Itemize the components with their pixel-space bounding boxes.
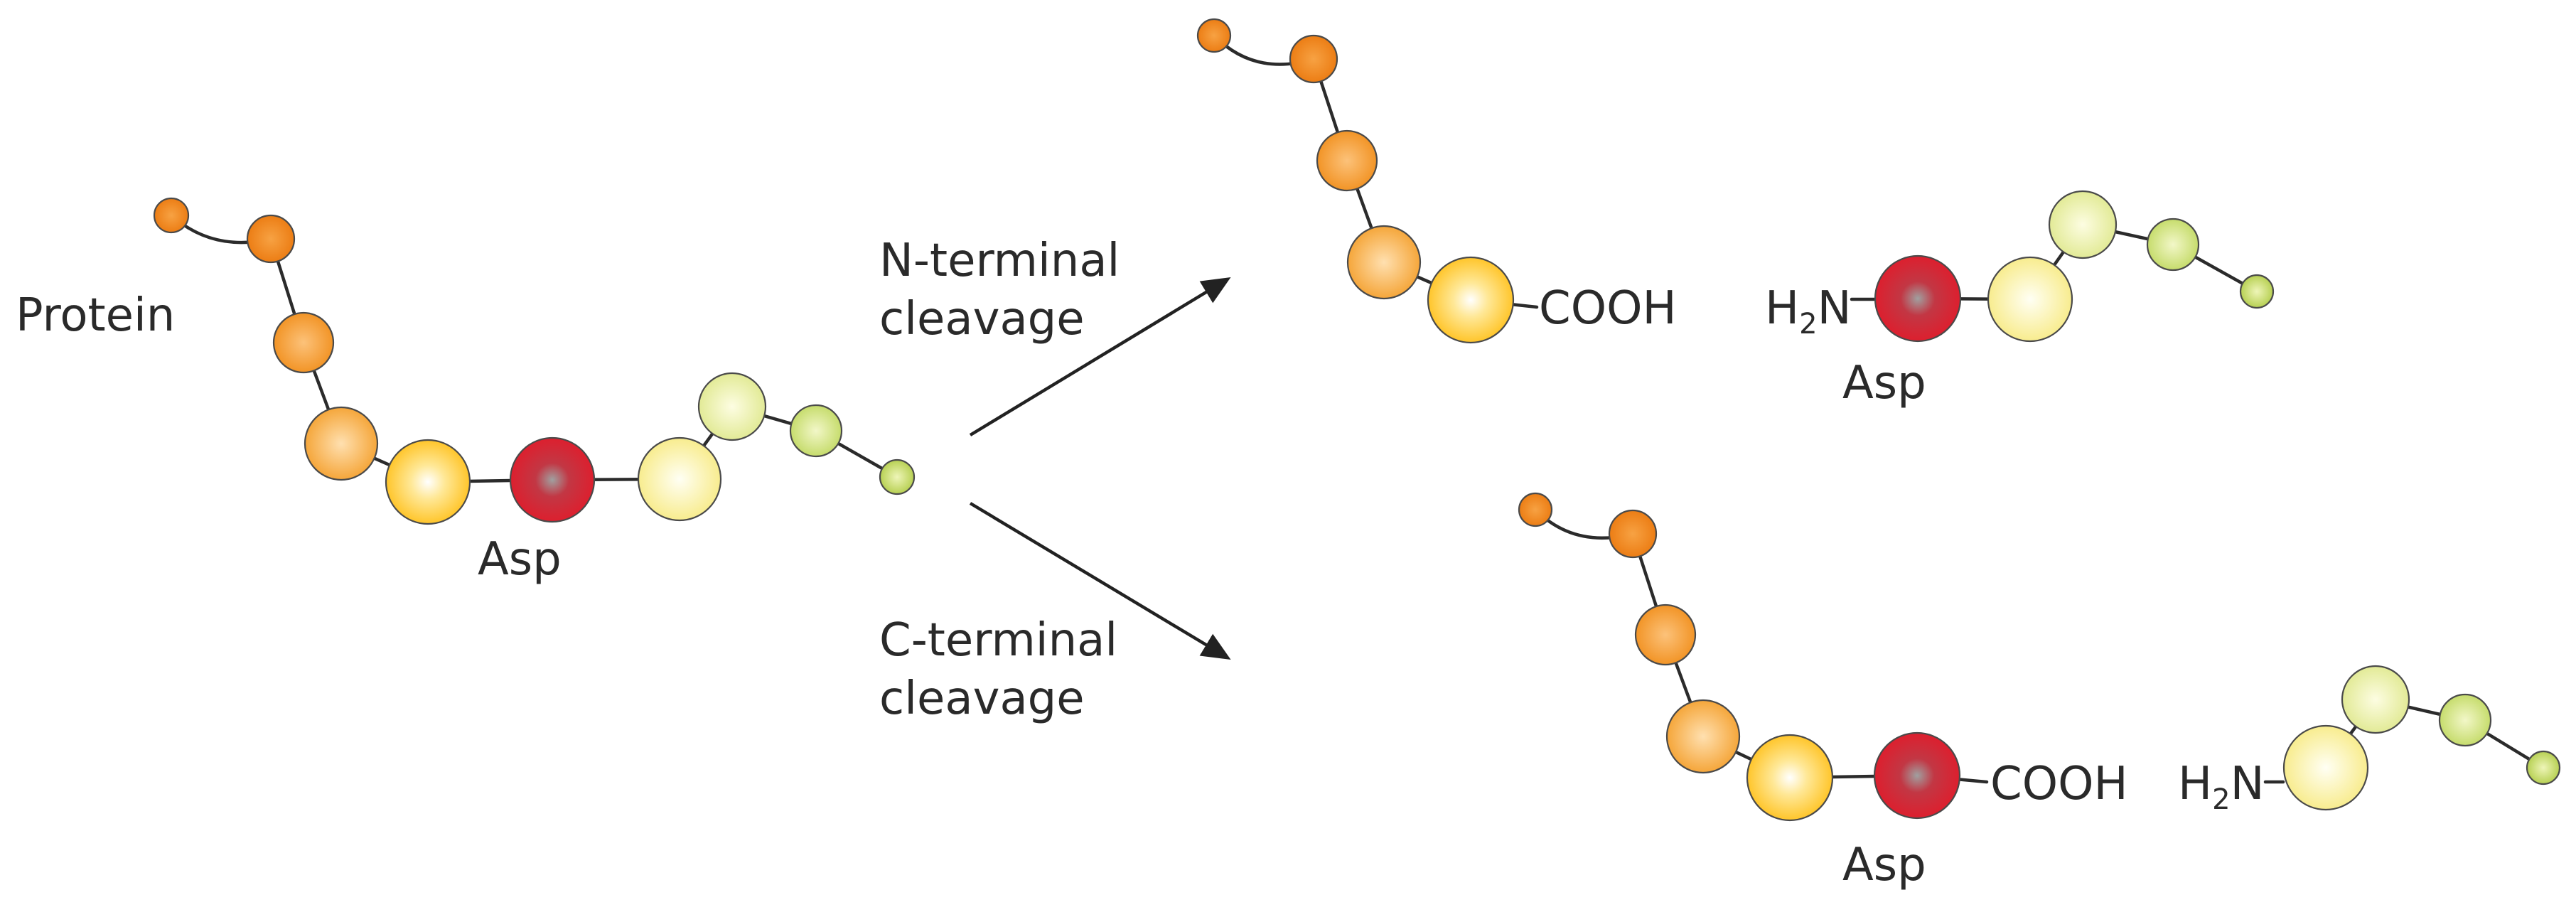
n-terminal-fragment-2: H2N Asp <box>1765 190 2275 409</box>
n-terminal-arrow <box>969 277 1231 436</box>
residue-bead <box>1289 34 1338 84</box>
h2n-label: H2N <box>2178 758 2264 816</box>
asp-label: Asp <box>478 533 562 586</box>
asp-residue-bead <box>1874 254 1962 343</box>
h2n-h: H <box>2178 758 2212 810</box>
residue-bead <box>1316 129 1378 192</box>
residue-bead <box>153 197 190 234</box>
cooh-label: COOH <box>1990 758 2128 810</box>
residue-bead <box>2282 724 2369 811</box>
c-terminal-arrow <box>969 502 1231 660</box>
c-terminal-label-line1: C-terminal <box>879 614 1117 667</box>
residue-bead <box>1987 256 2073 343</box>
h2n-label: H2N <box>1765 282 1851 340</box>
residue-bead <box>2526 750 2561 785</box>
residue-bead <box>2048 190 2118 259</box>
h2n-subscript: 2 <box>2212 783 2230 816</box>
residue-bead <box>1608 509 1658 559</box>
cooh-label: COOH <box>1539 282 1677 335</box>
h2n-n: N <box>2231 758 2265 810</box>
residue-bead <box>789 404 843 458</box>
asp-label: Asp <box>1842 357 1926 409</box>
residue-bead <box>1518 492 1553 527</box>
asp-residue-bead <box>509 436 596 523</box>
n-terminal-label-line1: N-terminal <box>879 235 1120 287</box>
residue-bead <box>2438 693 2492 747</box>
protein-label: Protein <box>16 289 175 342</box>
h2n-n: N <box>1818 282 1852 335</box>
c-terminal-fragment-1: COOH Asp <box>1518 492 2128 891</box>
residue-bead <box>272 311 335 374</box>
asp-residue-bead <box>1873 731 1961 820</box>
residue-bead <box>2239 274 2275 309</box>
cleavage-arrows: N-terminal cleavage C-terminal cleavage <box>879 235 1231 725</box>
residue-bead <box>637 436 722 522</box>
residue-bead <box>697 372 767 441</box>
residue-bead <box>304 406 379 481</box>
residue-bead <box>1746 734 1834 822</box>
residue-bead <box>1634 604 1697 666</box>
residue-bead <box>1427 256 1515 344</box>
residue-bead <box>385 439 471 525</box>
residue-bead <box>2341 665 2410 734</box>
intact-protein-chain: Protein Asp <box>16 197 916 586</box>
residue-bead <box>1665 699 1741 774</box>
residue-bead <box>879 458 916 495</box>
n-terminal-label-line2: cleavage <box>879 293 1085 345</box>
c-terminal-fragment-2: H2N <box>2178 665 2561 816</box>
n-terminal-fragment-1: COOH <box>1196 18 1677 344</box>
residue-bead <box>1196 18 1232 53</box>
residue-bead <box>2146 218 2200 272</box>
asp-label: Asp <box>1842 839 1926 891</box>
residue-bead <box>246 214 296 264</box>
residue-bead <box>1346 225 1422 300</box>
h2n-h: H <box>1765 282 1799 335</box>
h2n-subscript: 2 <box>1799 308 1817 340</box>
c-terminal-label-line2: cleavage <box>879 672 1085 725</box>
